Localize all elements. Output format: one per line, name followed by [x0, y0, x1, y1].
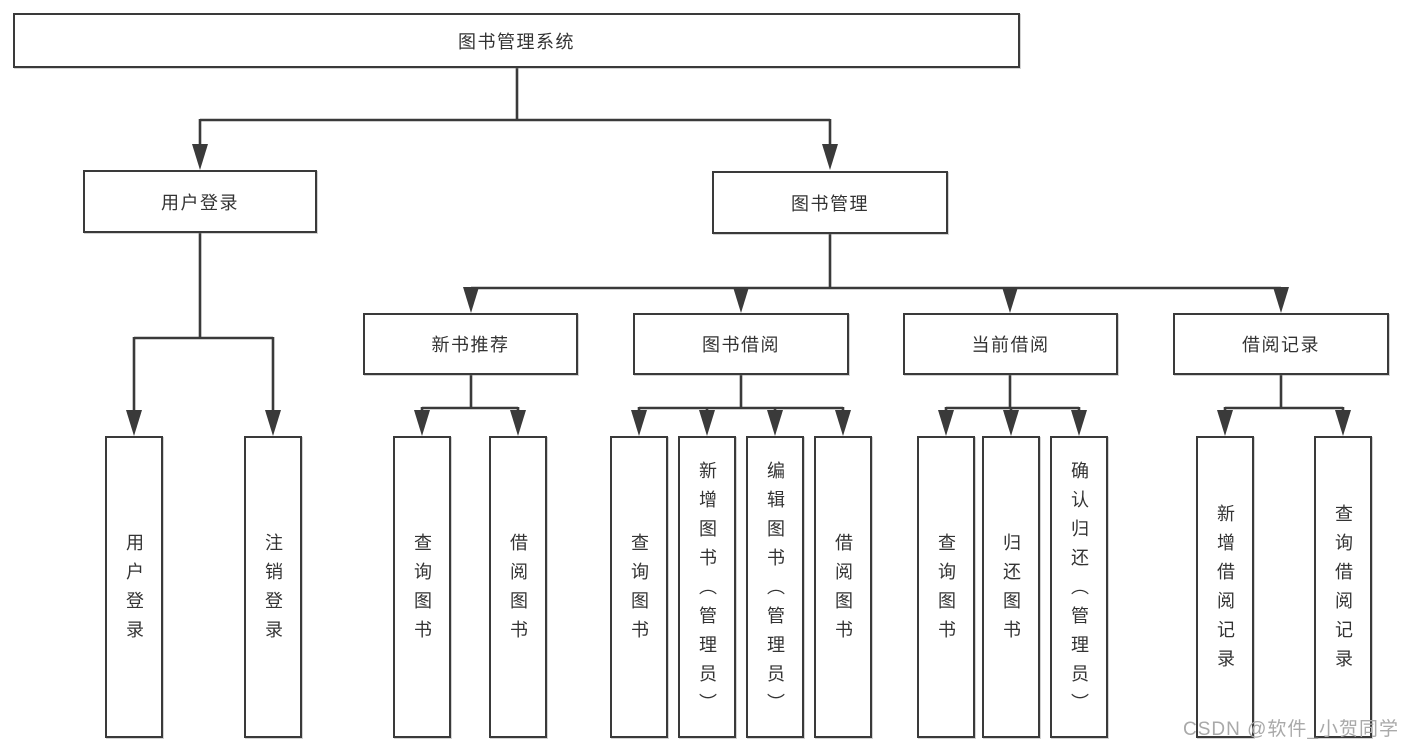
node-leaf-query-books-2: 查询图书: [610, 436, 668, 738]
node-library-management-system: 图书管理系统: [13, 13, 1020, 68]
node-label: 用户登录: [161, 192, 239, 213]
node-leaf-add-books-admin: 新增图书（管理员）: [678, 436, 736, 738]
node-leaf-query-borrow-record: 查询借阅记录: [1314, 436, 1372, 738]
node-label: 新书推荐: [431, 335, 510, 355]
node-label: 用户登录: [124, 533, 144, 649]
node-label: 查询图书: [936, 533, 956, 649]
node-label: 查询借阅记录: [1333, 504, 1353, 678]
node-label: 新增图书（管理员）: [697, 460, 717, 722]
node-label: 查询图书: [412, 533, 432, 649]
node-current-borrowing: 当前借阅: [903, 313, 1118, 375]
node-label: 新增借阅记录: [1215, 504, 1235, 678]
node-label: 图书管理系统: [458, 31, 575, 52]
node-label: 编辑图书（管理员）: [765, 460, 785, 722]
arrowheads: [126, 144, 1351, 436]
node-leaf-logout: 注销登录: [244, 436, 302, 738]
node-leaf-confirm-return-admin: 确认归还（管理员）: [1050, 436, 1108, 738]
node-label: 归还图书: [1001, 533, 1021, 649]
node-label: 图书管理: [791, 193, 869, 214]
node-label: 查询图书: [629, 533, 649, 649]
node-label: 借阅图书: [508, 533, 528, 649]
node-leaf-query-books-1: 查询图书: [393, 436, 451, 738]
node-borrowing-records: 借阅记录: [1173, 313, 1389, 375]
node-book-management: 图书管理: [712, 171, 948, 234]
node-label: 当前借阅: [971, 335, 1050, 355]
node-leaf-user-login: 用户登录: [105, 436, 163, 738]
node-label: 借阅记录: [1242, 335, 1320, 355]
node-leaf-edit-books-admin: 编辑图书（管理员）: [746, 436, 804, 738]
node-leaf-return-books: 归还图书: [982, 436, 1040, 738]
node-book-borrowing: 图书借阅: [633, 313, 849, 375]
node-leaf-borrow-books-2: 借阅图书: [814, 436, 872, 738]
node-new-book-recommendation: 新书推荐: [363, 313, 578, 375]
node-label: 图书借阅: [702, 335, 780, 355]
node-leaf-borrow-books-1: 借阅图书: [489, 436, 547, 738]
csdn-watermark: CSDN @软件_小贺同学: [1183, 719, 1399, 740]
node-label: 注销登录: [263, 533, 283, 649]
node-label: 借阅图书: [833, 533, 853, 649]
node-user-login-group: 用户登录: [83, 170, 317, 233]
node-leaf-add-borrow-record: 新增借阅记录: [1196, 436, 1254, 738]
node-leaf-query-books-3: 查询图书: [917, 436, 975, 738]
node-label: 确认归还（管理员）: [1069, 460, 1089, 722]
